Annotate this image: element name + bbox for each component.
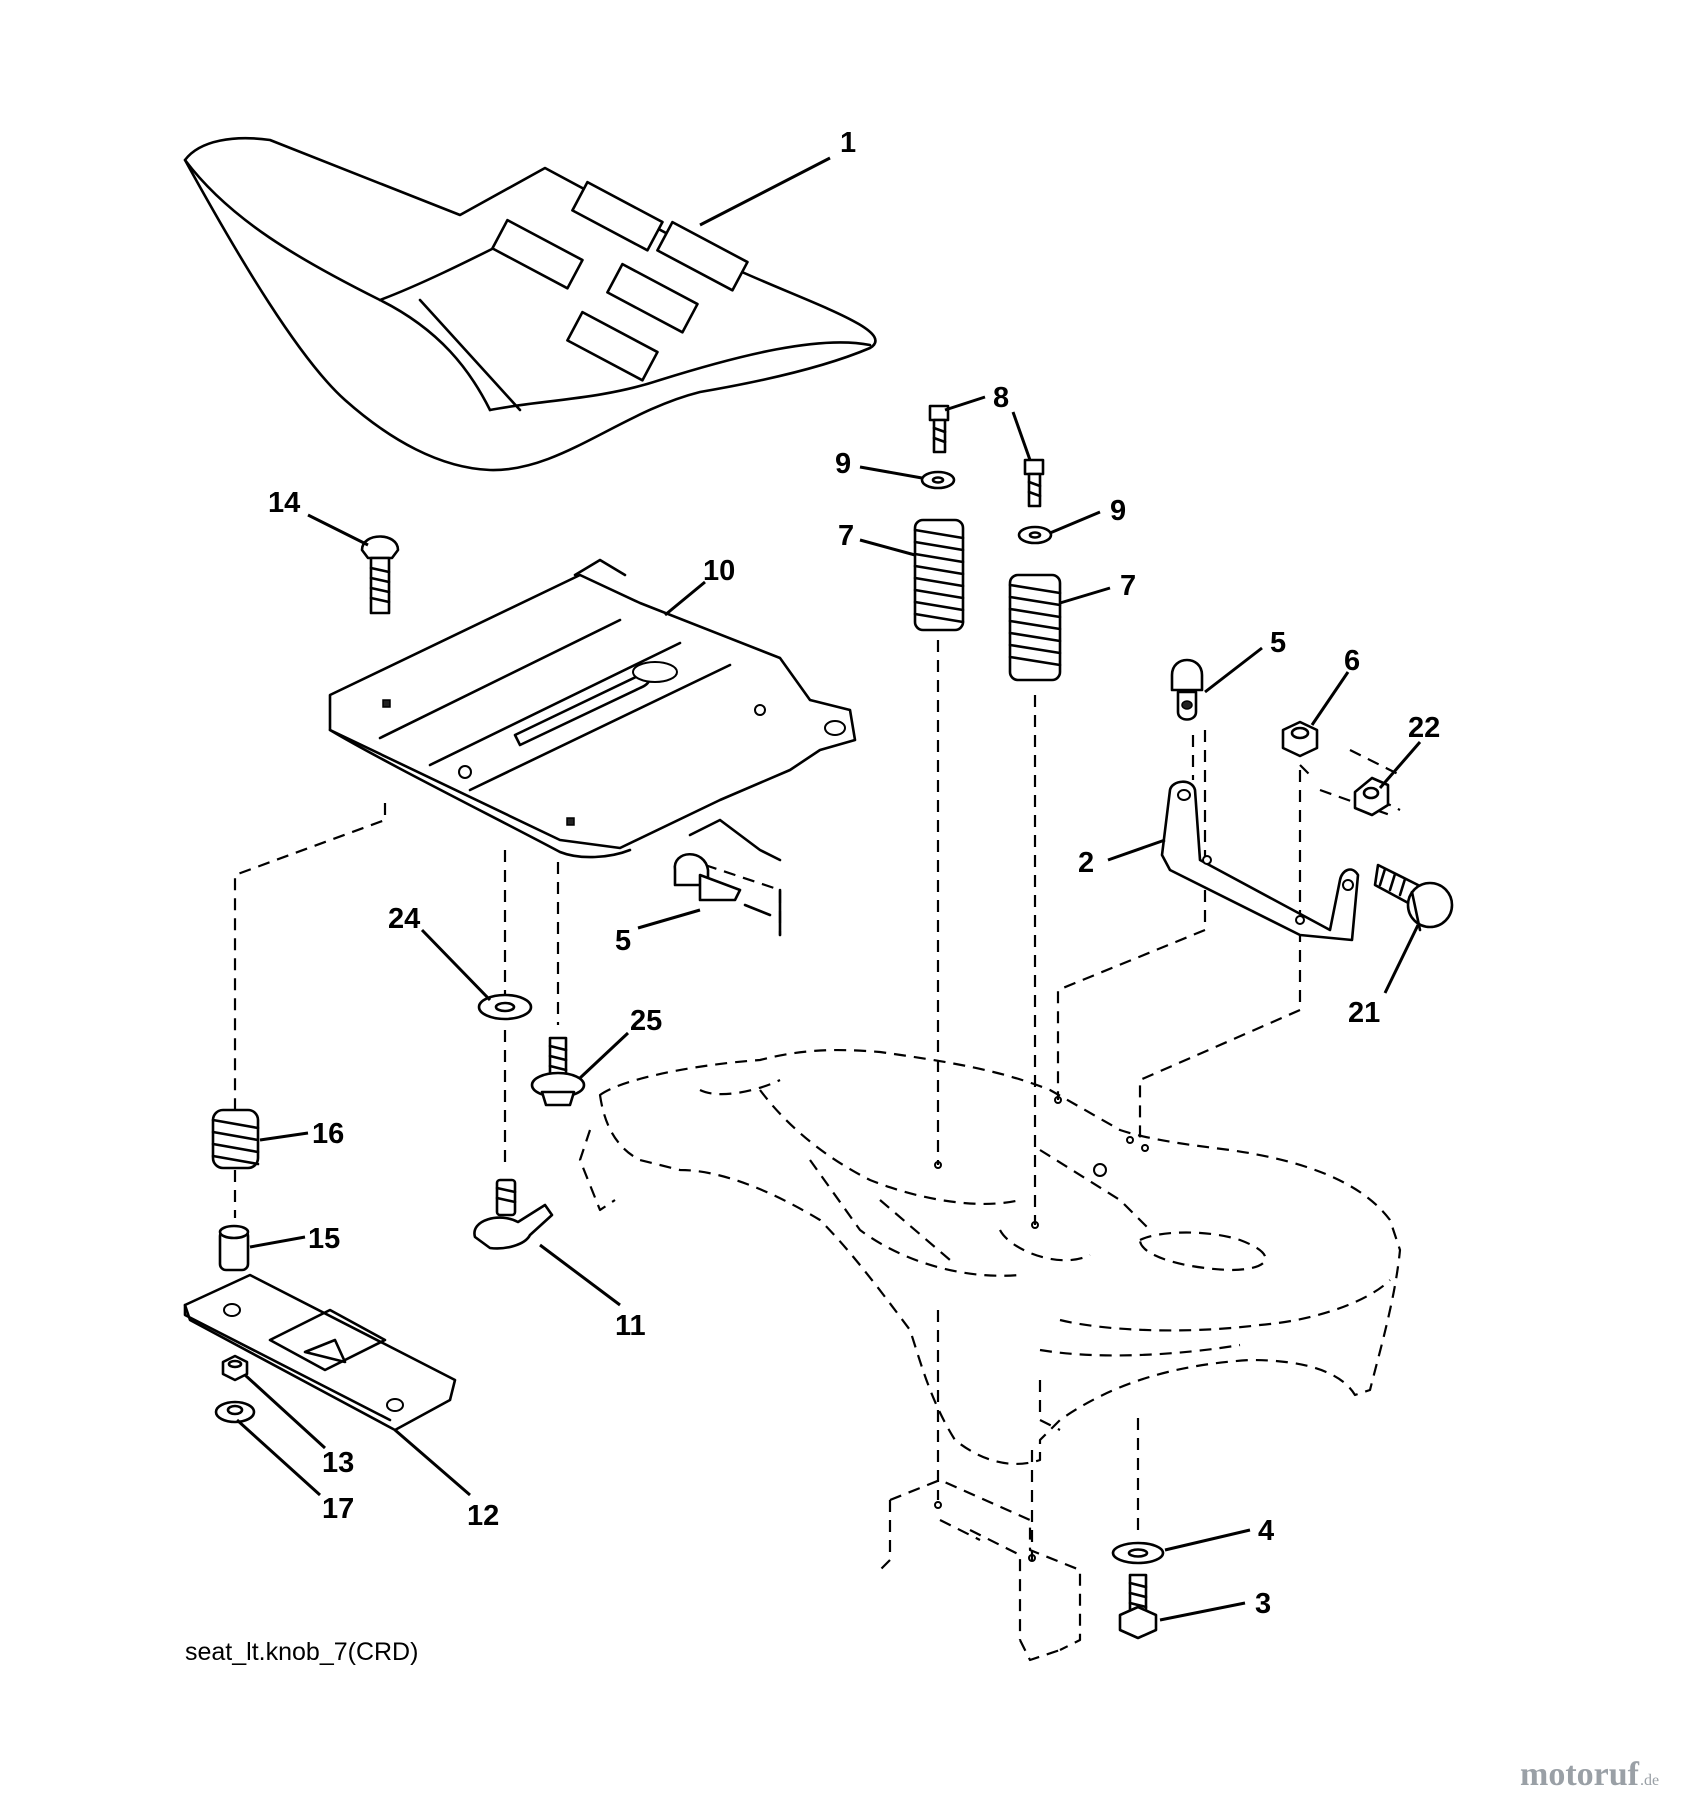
tractor-frame-outline [578,1048,1402,1662]
callout-8: 8 [993,382,1009,414]
callout-17: 17 [322,1493,354,1525]
adjustment-knob-part [473,1178,554,1250]
callout-10: 10 [703,555,735,587]
watermark-logo: motoruf [1520,1756,1640,1793]
flat-washer-part [920,470,1053,545]
callout-6: 6 [1344,645,1360,677]
large-washer-part [477,993,533,1021]
frame-bolt-part [1118,1573,1158,1640]
seat-pan-part [328,558,857,862]
hex-bolt-part [928,404,1045,508]
callout-7b: 7 [1120,570,1136,602]
seat-spring-part [913,518,1062,682]
shoulder-screw-part [530,1036,586,1107]
knob-spring-part [211,1108,260,1170]
adjustment-plate-part [183,1273,457,1432]
diagram-caption: seat_lt.knob_7(CRD) [185,1638,418,1666]
callout-9a: 9 [835,448,851,480]
callout-25: 25 [630,1005,662,1037]
hex-nut-knob-part [221,1354,249,1382]
seat-part [183,136,877,472]
shoulder-bolt-part [1373,863,1454,932]
frame-washer-part [1111,1541,1165,1565]
flange-nut-knob-part [214,1400,256,1424]
watermark-suffix: .de [1640,1772,1659,1789]
callout-24: 24 [388,903,420,935]
leader-lines [235,156,1422,1622]
callout-22: 22 [1408,712,1440,744]
callout-labels: 1 14 8 9 9 7 7 10 5 6 22 2 21 5 24 25 16… [268,127,1440,1620]
callout-5b: 5 [615,925,631,957]
callout-12: 12 [467,1500,499,1532]
callout-13: 13 [322,1447,354,1479]
callout-14: 14 [268,487,300,519]
callout-21: 21 [1348,997,1380,1029]
callout-3: 3 [1255,1588,1271,1620]
callout-7a: 7 [838,520,854,552]
spacer-part [218,1224,250,1272]
callout-15: 15 [308,1223,340,1255]
hex-nut-part [1281,720,1319,758]
callout-5a: 5 [1270,627,1286,659]
callout-16: 16 [312,1118,344,1150]
callout-1: 1 [840,127,856,159]
callout-11: 11 [615,1310,646,1342]
callout-9b: 9 [1110,495,1126,527]
seat-switch-clip-part [673,658,1204,937]
carriage-bolt-part [360,535,400,615]
callout-4: 4 [1258,1515,1274,1547]
callout-2: 2 [1078,847,1094,879]
pivot-bracket-part [1160,780,1360,942]
